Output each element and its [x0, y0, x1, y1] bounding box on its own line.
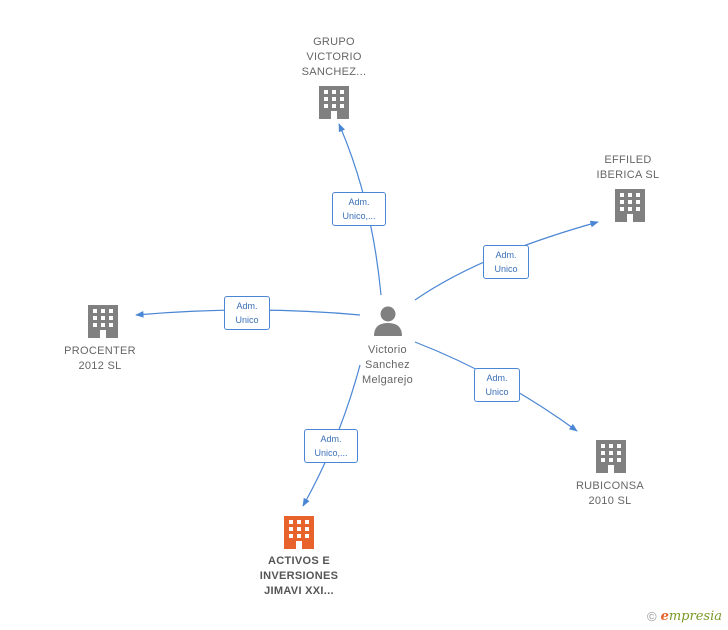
brand-footer: © empresia: [646, 608, 722, 625]
node-label-procenter[interactable]: PROCENTER 2012 SL: [64, 345, 136, 372]
edge-label-effiled: Adm. Unico: [483, 245, 529, 279]
node-label-rubiconsa[interactable]: RUBICONSA 2010 SL: [575, 480, 645, 507]
brand-logo[interactable]: empresia: [660, 609, 722, 624]
edge-label-grupo: Adm. Unico,...: [332, 192, 386, 226]
edge-label-procenter: Adm. Unico: [224, 296, 270, 330]
node-label-person[interactable]: Victorio Sanchez Melgarejo: [361, 344, 413, 386]
building-icon[interactable]: [319, 86, 349, 119]
building-icon[interactable]: [596, 440, 626, 473]
building-icon[interactable]: [615, 189, 645, 222]
copyright-icon: ©: [646, 608, 657, 624]
node-label-activos[interactable]: ACTIVOS E INVERSIONES JIMAVI XXI...: [259, 555, 339, 597]
building-icon-highlighted[interactable]: [284, 516, 314, 549]
building-icon[interactable]: [88, 305, 118, 338]
edge-label-rubiconsa: Adm. Unico: [474, 368, 520, 402]
edge-label-activos: Adm. Unico,...: [304, 429, 358, 463]
node-label-effiled[interactable]: EFFILED IBERICA SL: [596, 154, 660, 181]
person-icon[interactable]: [374, 306, 402, 337]
node-label-grupo[interactable]: GRUPO VICTORIO SANCHEZ...: [301, 36, 367, 78]
